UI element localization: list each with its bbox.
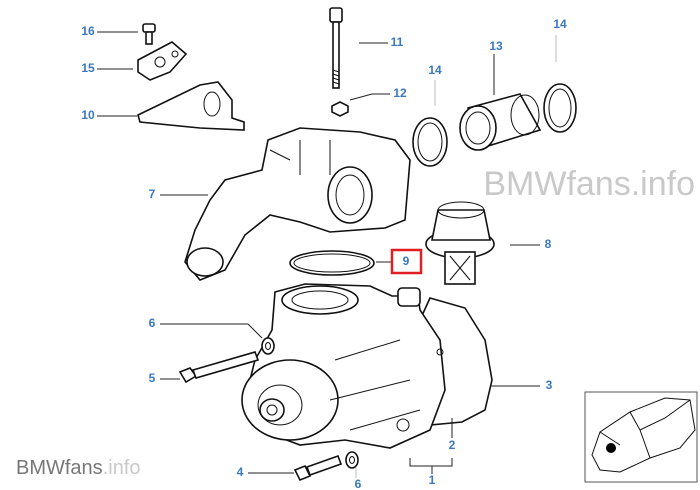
label-10[interactable]: 10	[81, 108, 95, 122]
label-14-right[interactable]: 14	[553, 17, 567, 31]
label-14-left[interactable]: 14	[428, 63, 442, 77]
label-8[interactable]: 8	[545, 237, 552, 251]
label-2[interactable]: 2	[449, 438, 456, 452]
leader-lines	[97, 31, 557, 478]
callout-labels: 16 15 10 7 11 12 14 13 14 8 9 6 5 3 2 4 …	[81, 17, 567, 490]
label-16[interactable]: 16	[81, 24, 95, 38]
watermark-bottom: BMWfans.info	[16, 457, 141, 479]
part-1-water-pump[interactable]	[241, 283, 446, 449]
part-4-bolt[interactable]	[293, 454, 343, 482]
label-6-bottom[interactable]: 6	[355, 477, 362, 490]
part-8-thermostat[interactable]	[425, 201, 495, 285]
label-13[interactable]: 13	[489, 39, 503, 53]
label-12[interactable]: 12	[393, 86, 407, 100]
label-9[interactable]: 9	[403, 254, 410, 268]
part-12-nut[interactable]	[331, 101, 349, 117]
part-10-bracket[interactable]	[137, 81, 245, 131]
part-14-o-ring-left[interactable]	[412, 117, 448, 167]
label-7[interactable]: 7	[149, 187, 156, 201]
part-15-bracket[interactable]	[137, 41, 188, 81]
part-6-washer-bottom[interactable]	[345, 451, 359, 469]
part-6-washer-top[interactable]	[261, 337, 275, 355]
highlight-box-part-9	[390, 248, 423, 275]
watermark-top: BMWfans.info	[483, 165, 695, 203]
label-15[interactable]: 15	[81, 61, 95, 75]
label-4[interactable]: 4	[237, 465, 244, 479]
part-5-bolt[interactable]	[178, 351, 260, 384]
part-13-connecting-pipe[interactable]	[459, 93, 542, 151]
part-11-long-bolt[interactable]	[329, 7, 343, 89]
part-14-o-ring-right[interactable]	[543, 83, 577, 133]
part-7-water-pipe-housing[interactable]	[184, 127, 411, 281]
label-6-top[interactable]: 6	[149, 316, 156, 330]
label-1[interactable]: 1	[429, 473, 436, 487]
vehicle-location-thumbnail	[584, 391, 698, 483]
location-marker-dot	[606, 443, 616, 453]
label-5[interactable]: 5	[149, 371, 156, 385]
part-16-bolt[interactable]	[142, 23, 156, 45]
label-3[interactable]: 3	[546, 378, 553, 392]
part-9-gasket-ring[interactable]	[289, 250, 375, 276]
label-11[interactable]: 11	[391, 35, 404, 49]
